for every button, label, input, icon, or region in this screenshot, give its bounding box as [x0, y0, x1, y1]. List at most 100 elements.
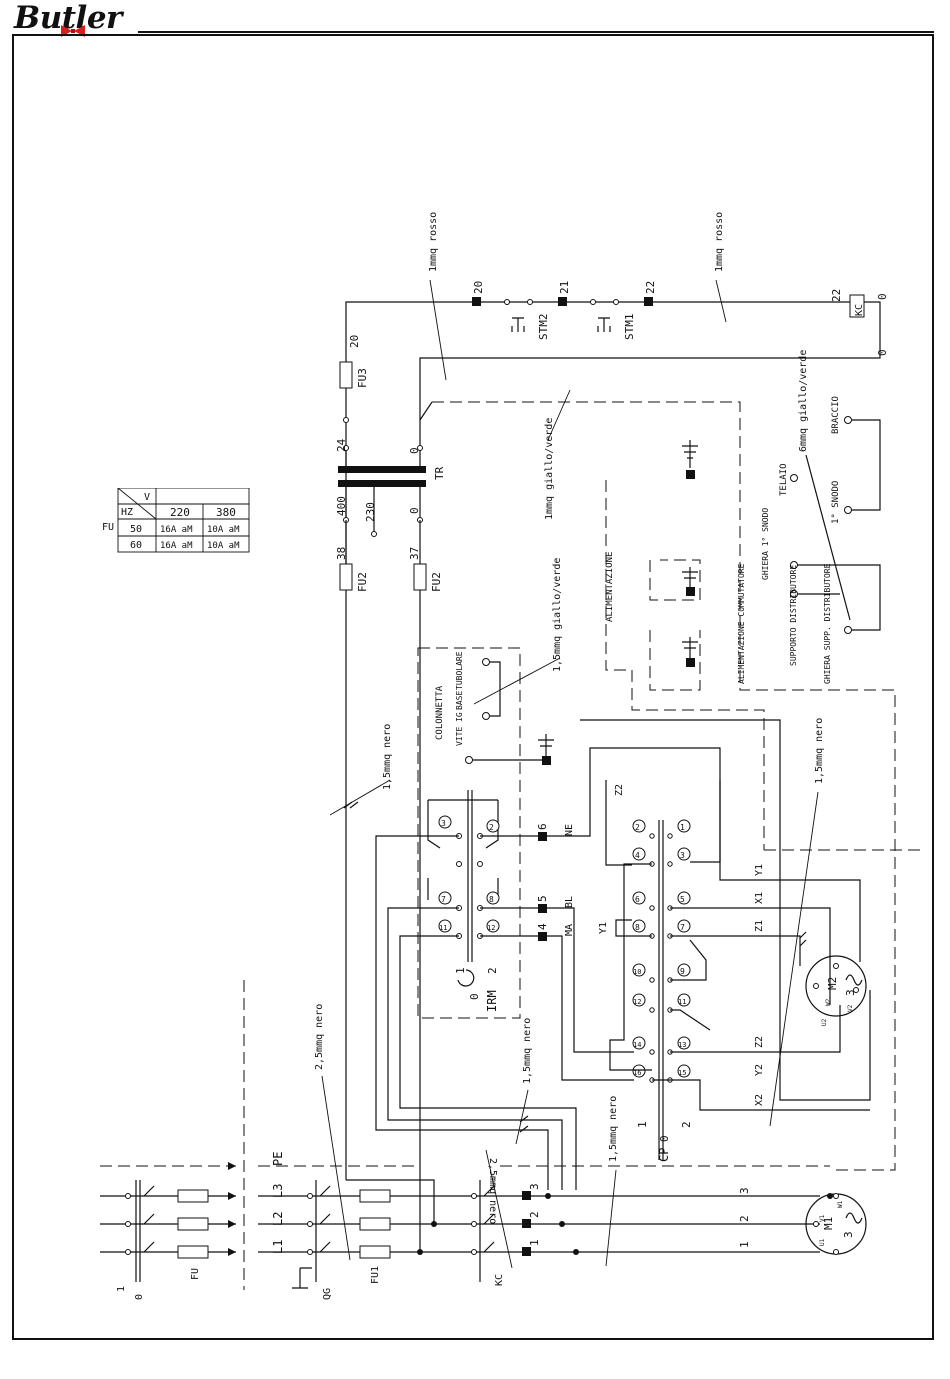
kc-line-0: 0 — [876, 349, 889, 356]
wiring-diagram: FU3 20 20 21 22 STM2 STM1 KC 22 0 0 1mmq… — [100, 212, 920, 1300]
stm1-switch — [590, 299, 619, 332]
terminal-22 — [644, 297, 653, 306]
main-switch — [125, 1180, 155, 1282]
snodo1-label: 1° SNODO — [831, 481, 841, 524]
tr-400: 400 — [335, 496, 348, 516]
motor-m1 — [805, 1193, 867, 1255]
svg-text:12: 12 — [633, 998, 641, 1006]
irm-contacts: 3 2 7 8 11 12 — [438, 815, 500, 939]
wire-ne-label: NE — [564, 824, 575, 836]
svg-text:15: 15 — [678, 1069, 686, 1077]
cp-0: 0 — [658, 1135, 671, 1142]
earth-symbols — [292, 440, 698, 1289]
motor-m1-v1: V1 — [819, 1214, 826, 1222]
svg-text:3: 3 — [441, 819, 446, 828]
vite-label: VITE IG — [455, 712, 464, 746]
cp-y1-label: Y1 — [598, 922, 609, 934]
svg-text:4: 4 — [635, 851, 640, 860]
wire-x1: X1 — [754, 892, 765, 904]
wire-z1: Z1 — [754, 920, 765, 932]
terminal-main-3 — [522, 1191, 531, 1200]
svg-text:6: 6 — [635, 895, 640, 904]
fuse-table-corner-bottom: HZ — [121, 507, 133, 518]
cp-terminals — [649, 833, 673, 1083]
phase-3-label: 3 — [738, 1187, 751, 1194]
svg-text:16: 16 — [633, 1069, 641, 1077]
svg-text:5: 5 — [680, 895, 685, 904]
terminal-21 — [558, 297, 567, 306]
tr-24: 24 — [335, 438, 348, 452]
wire-ma-label: MA — [564, 924, 575, 936]
cp-wiring — [609, 838, 870, 1111]
svg-text:8: 8 — [489, 895, 494, 904]
wire-bl-label: BL — [564, 896, 575, 908]
svg-text:7: 7 — [441, 895, 446, 904]
terminal-main-2 — [522, 1219, 531, 1228]
fuse-table-v380: 380 — [216, 506, 236, 519]
bow-tie-icon — [61, 25, 85, 37]
braccio-label: BRACCIO — [831, 396, 841, 434]
page-header: Butler — [0, 0, 950, 40]
svg-text:12: 12 — [487, 924, 495, 932]
colonnetta-terminals — [465, 657, 561, 764]
cp-label: CP — [657, 1148, 671, 1162]
kc-contactor — [471, 1180, 495, 1282]
motor-m1-w1: W1 — [837, 1200, 844, 1208]
cable-red-1: 1mmq rosso — [428, 212, 439, 272]
svg-text:10: 10 — [633, 968, 641, 976]
main-switch-0: 0 — [134, 1294, 145, 1300]
gv-15mmq: 1,5mmq giallo/verde — [552, 558, 563, 672]
gv-1mmq: 1mmq giallo/verde — [544, 418, 555, 520]
fu2a-label: FU2 — [356, 572, 369, 592]
svg-text:8: 8 — [635, 923, 640, 932]
terminal-4 — [538, 932, 547, 941]
cable-nero-15-b: 1,5mmq nero — [814, 718, 825, 784]
svg-text:2: 2 — [489, 823, 494, 832]
fuse-table-v220: 220 — [170, 506, 190, 519]
transformer-tr — [338, 401, 433, 537]
line-l1: L1 — [271, 1240, 285, 1254]
wire-z2: Z2 — [754, 1036, 765, 1048]
fu3-number: 20 — [348, 335, 361, 348]
fuse-table: FU V HZ 220 380 50 16A aM 10A aM 60 16A … — [102, 488, 250, 553]
terminal-20-label: 20 — [472, 281, 485, 294]
cable-nero-15-c: 1,5mmq nero — [522, 1018, 533, 1084]
fuse-table-label: FU — [102, 522, 114, 533]
fu1-label: FU1 — [370, 1266, 381, 1284]
terminal-4-label: 4 — [536, 923, 549, 930]
ghiera-snodo-label: GHIERA 1° SNODO — [761, 508, 770, 580]
kc-coil-0: 0 — [876, 293, 889, 300]
main-fu-label: FU — [190, 1268, 201, 1280]
alim-commutatore-label: ALIMENTAZIONE COMMUTATORE — [737, 563, 746, 684]
motor-m2-w2: W2 — [825, 998, 832, 1006]
wire-y1: Y1 — [754, 864, 765, 876]
qg-label: QG — [322, 1288, 333, 1300]
header-rule — [138, 31, 934, 33]
wire-y2: Y2 — [754, 1064, 765, 1076]
supporto-distributore-label: SUPPORTO DISTRIBUTORE — [789, 565, 798, 666]
stm2-switch — [504, 299, 533, 332]
fuse-table-hz-50: 50 — [130, 524, 142, 535]
fu2b-number: 37 — [408, 547, 421, 560]
motor-m1-label: M1 — [822, 1217, 835, 1230]
svg-text:2: 2 — [635, 823, 640, 832]
phase-2-label: 2 — [738, 1215, 751, 1222]
svg-text:11: 11 — [678, 998, 686, 1006]
fuse-table-60-380: 10A aM — [207, 541, 240, 551]
kc-coil-label: KC — [854, 304, 865, 316]
ghiera-supp-label: GHIERA SUPP. DISTRIBUTORE — [823, 563, 832, 684]
terminal-6-label: 6 — [536, 823, 549, 830]
fu2a-number: 38 — [335, 547, 348, 560]
fuse-table-corner-top: V — [144, 492, 150, 503]
terminal-main-3-label: 3 — [528, 1183, 541, 1190]
irm-1: 1 — [454, 967, 467, 974]
cp-2: 2 — [680, 1121, 693, 1128]
svg-text:13: 13 — [678, 1041, 686, 1049]
motor-m1-phase: 3 — [842, 1231, 855, 1238]
svg-text:3: 3 — [680, 851, 685, 860]
stm1-label: STM1 — [623, 314, 636, 341]
terminal-6 — [538, 832, 547, 841]
stm2-label: STM2 — [537, 314, 550, 341]
motor-m2-u2: U2 — [821, 1018, 828, 1026]
cp-z2-label: Z2 — [614, 784, 625, 796]
